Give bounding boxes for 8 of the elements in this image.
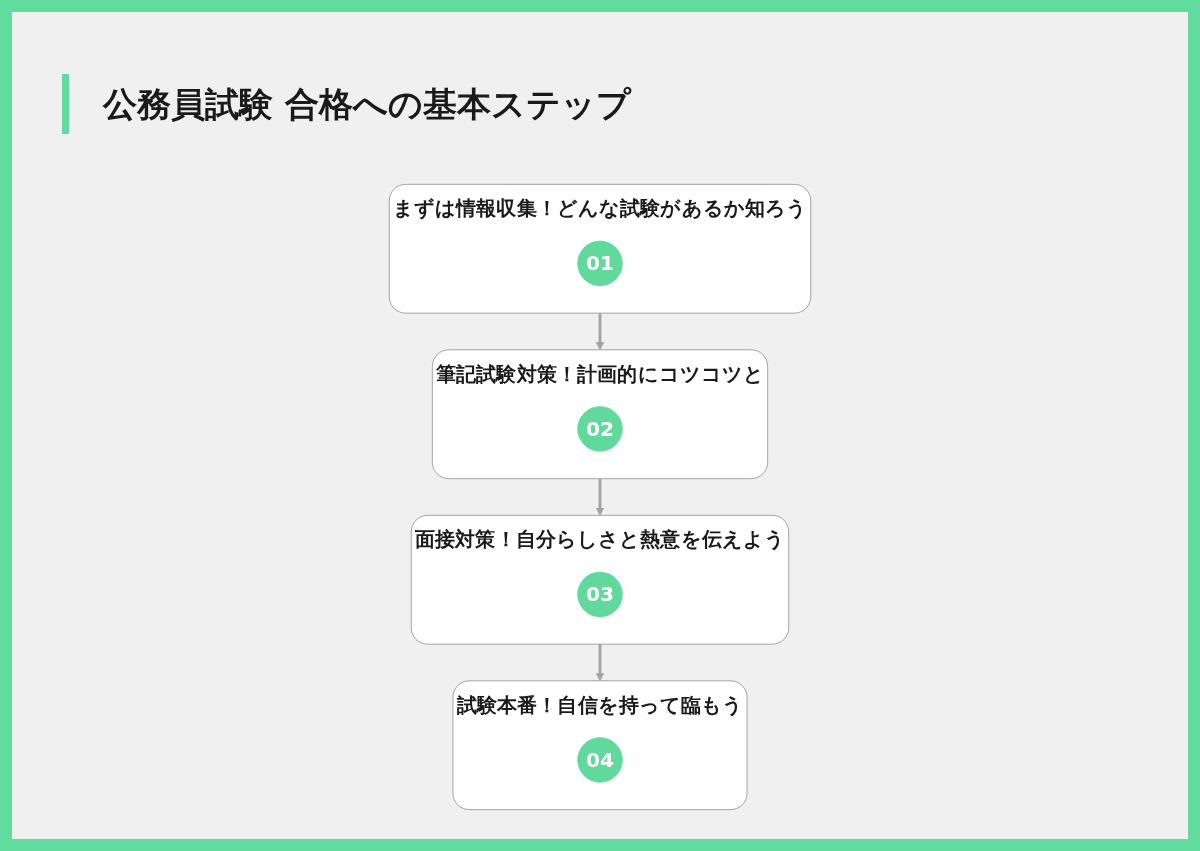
title: 公務員試験 合格への基本ステップ [62,74,631,134]
number-badge: 04 [577,737,623,783]
arrow [595,478,605,516]
number-badge: 02 [577,406,623,452]
number-badge: 01 [577,240,623,287]
arrow [595,644,605,682]
number-badge: 03 [577,571,623,618]
arrow [595,313,605,351]
